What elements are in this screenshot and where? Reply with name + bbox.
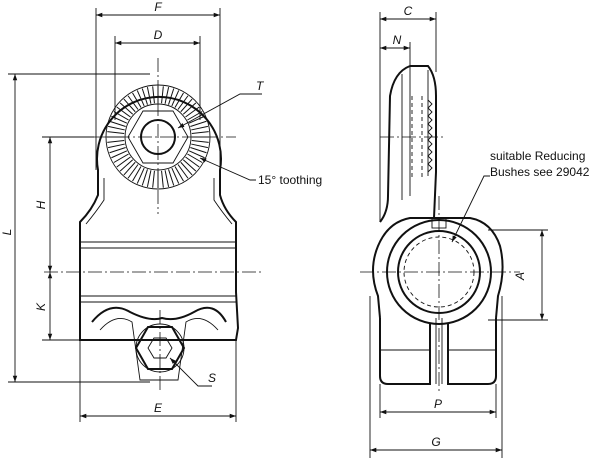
rosette-tooth [174,166,184,182]
rosette-tooth [164,87,170,104]
rosette-tooth [191,143,208,149]
rosette-tooth [168,169,175,186]
rosette-tooth [107,131,125,134]
dim-label-S: S [208,371,216,385]
rosette-tooth [161,170,164,188]
rosette-tooth [127,164,139,179]
rosette-tooth [152,86,155,104]
dim-label-D: D [154,28,163,42]
rosette-tooth [111,150,128,159]
rosette-tooth [185,106,200,118]
rosette-tooth [188,115,205,124]
front-body-inner-line [85,178,105,225]
screw-hex [134,326,186,370]
rosette-tooth [180,161,193,176]
side-clamp-outline [372,217,504,319]
leader-T [177,93,262,129]
side-arm-outline [379,65,437,223]
note-bushes-line2: Bushes see 29042 [490,165,590,179]
dim-label-N: N [393,33,402,47]
rosette-tooth [141,169,148,186]
rosette-tooth [127,95,139,110]
dim-label-C: C [404,4,413,18]
rosette-tooth [191,140,209,143]
rosette-tooth [132,166,142,182]
rosette-tooth [190,120,207,127]
rosette-tooth [132,92,142,108]
front-screw-saddle [91,306,227,323]
rosette-tooth [141,88,148,105]
dim-label-A: A [513,272,527,281]
screw-hex-inner [147,337,173,359]
rosette-tooth [123,98,136,113]
rosette-tooth [113,153,129,163]
front-body-inner-line [213,178,233,225]
front-view: F D T L H K S E 15° toothing [0,0,322,422]
note-bushes-line1: suitable Reducing [490,149,585,163]
rosette-tooth [177,95,189,110]
rosette-tooth [191,125,208,131]
front-body-outline [79,95,240,341]
rosette-tooth [182,159,197,172]
note-toothing: 15° toothing [258,173,322,187]
rosette-tooth [108,125,125,131]
dim-label-K: K [34,302,48,311]
rosette-tooth [146,170,152,187]
rosette-tooth [188,150,205,159]
side-view: C N A P G suitable Reducing Bushes see 2… [360,4,590,458]
rosette-tooth [107,140,125,143]
rosette-tooth [171,167,180,184]
dim-label-G: G [431,435,440,449]
rosette-tooth [182,102,197,115]
rosette-tooth [174,92,184,108]
dim-label-T: T [256,79,265,93]
rosette-tooth [136,90,145,107]
rosette-tooth [108,143,125,149]
rosette-tooth [123,161,136,176]
rosette-tooth [180,98,193,113]
dim-label-L: L [0,229,14,236]
rosette-tooth [119,159,134,172]
rosette-tooth [116,106,131,118]
leader-bushes [451,175,490,243]
rosette-tooth [109,120,126,127]
side-toothing-profile [427,99,433,173]
rosette-tooth [119,102,134,115]
rosette-tooth [168,88,175,105]
rosette-tooth [146,87,152,104]
rosette-tooth [111,115,128,124]
dim-label-P: P [434,397,442,411]
rosette-tooth [191,131,209,134]
rosette-tooth [187,153,203,163]
side-jaw-outline [379,318,431,385]
rosette-tooth [136,167,145,184]
rosette-tooth [185,156,200,168]
leader-S [169,357,212,387]
rosette-tooth [109,147,126,154]
rosette-tooth [116,156,131,168]
dim-label-F: F [154,0,162,14]
side-jaw-outline [447,318,497,385]
leader-toothing [199,157,256,181]
front-screw-saddle [99,317,219,381]
rosette-tooth [171,90,180,107]
dim-label-H: H [34,200,48,209]
rosette-tooth [190,147,207,154]
rosette-tooth [164,170,170,187]
dim-label-E: E [154,401,163,415]
rosette-tooth [113,111,129,121]
rosette-tooth [152,170,155,188]
rosette-tooth [161,86,164,104]
rosette-tooth [177,164,189,179]
